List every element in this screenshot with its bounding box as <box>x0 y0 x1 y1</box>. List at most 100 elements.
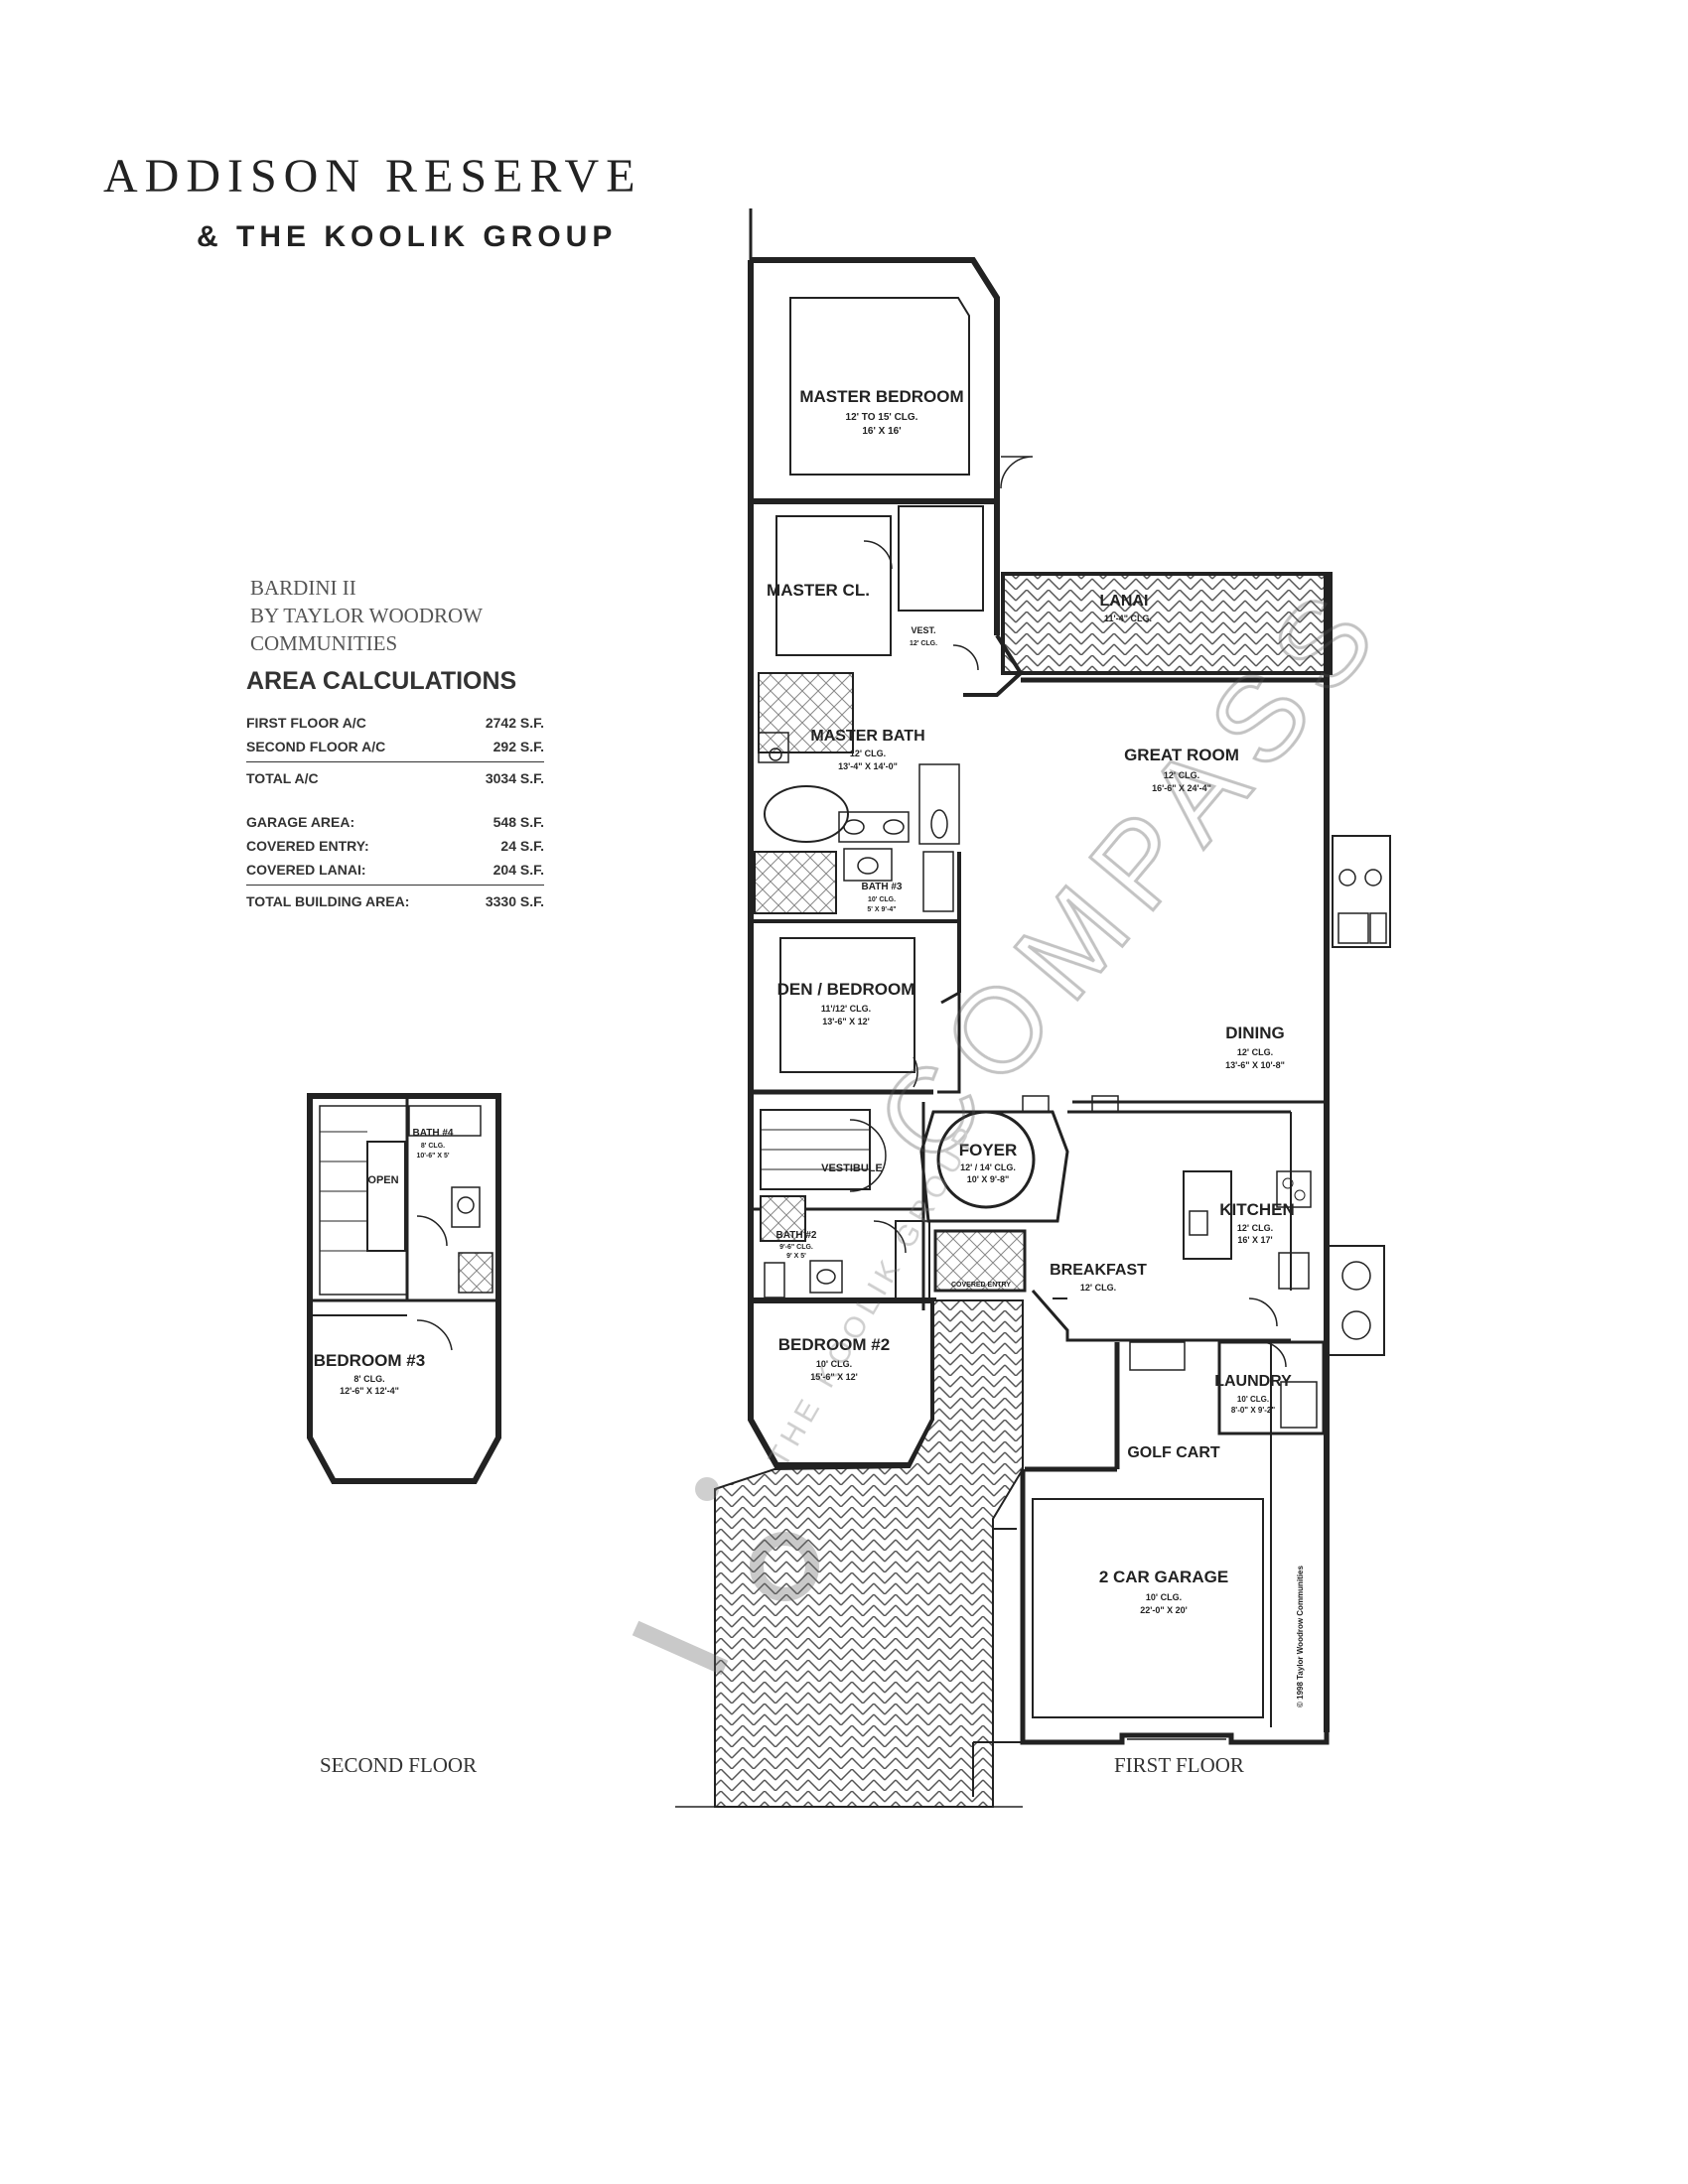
area-value: 3034 S.F. <box>485 770 544 786</box>
model-info: BARDINI II BY TAYLOR WOODROW COMMUNITIES <box>250 574 483 657</box>
koolik-logo-mark <box>750 1532 819 1601</box>
area-row-covered-lanai: COVERED LANAI: 204 S.F. <box>246 858 544 882</box>
label-laundry: LAUNDRY <box>1214 1373 1292 1390</box>
label-master-bedroom: MASTER BEDROOM <box>799 387 963 406</box>
first-floor-label: FIRST FLOOR <box>1114 1753 1244 1777</box>
label-bedroom3: BEDROOM #3 <box>314 1351 425 1370</box>
label-bath3: BATH #3 <box>862 882 903 892</box>
label-den-clg: 11'/12' CLG. <box>821 1004 871 1014</box>
area-label: SECOND FLOOR A/C <box>246 739 386 754</box>
label-foyer-clg: 12' / 14' CLG. <box>960 1162 1016 1172</box>
second-floor-plan <box>307 1093 501 1484</box>
label-vest: VEST. <box>911 625 935 635</box>
area-calculations-title: AREA CALCULATIONS <box>246 667 517 695</box>
covered-entry <box>933 1229 1027 1293</box>
garage-front-wall <box>1020 1727 1330 1745</box>
area-value: 204 S.F. <box>492 862 544 878</box>
area-label: TOTAL A/C <box>246 770 319 786</box>
label-garage-clg: 10' CLG. <box>1146 1592 1182 1602</box>
area-label: COVERED ENTRY: <box>246 838 369 854</box>
label-bedroom2-size: 15'-6" X 12' <box>810 1372 858 1382</box>
label-kitchen-size: 16' X 17' <box>1237 1235 1272 1245</box>
master-bedroom-inner <box>789 297 970 476</box>
label-master-bath-size: 13'-4" X 14'-0" <box>838 761 898 771</box>
label-lanai-clg: 11'-4" CLG. <box>1104 614 1152 623</box>
area-value: 548 S.F. <box>492 814 544 830</box>
label-great-room-clg: 12' CLG. <box>1164 770 1199 780</box>
area-row-total-building: TOTAL BUILDING AREA: 3330 S.F. <box>246 889 544 913</box>
label-vestibule: VESTIBULE <box>821 1162 883 1174</box>
bathtub <box>764 785 849 843</box>
label-bath2-clg: 9'-6" CLG. <box>779 1244 813 1251</box>
garage-door-line <box>1032 1498 1264 1718</box>
label-bath4-size: 10'-6" X 5' <box>416 1153 449 1160</box>
area-row-total-ac: TOTAL A/C 3034 S.F. <box>246 766 544 790</box>
second-floor-labels: OPEN BATH #4 8' CLG. 10'-6" X 5' BEDROOM… <box>314 1128 454 1396</box>
area-label: TOTAL BUILDING AREA: <box>246 893 410 909</box>
label-golf-cart: GOLF CART <box>1127 1444 1220 1461</box>
first-floor-labels: MASTER BEDROOM 12' TO 15' CLG. 16' X 16'… <box>767 387 1305 1707</box>
master-closet <box>775 515 892 656</box>
area-divider <box>246 761 544 762</box>
second-floor-label: SECOND FLOOR <box>320 1753 478 1777</box>
area-value: 2742 S.F. <box>485 715 544 731</box>
copyright-note: © 1998 Taylor Woodrow Communities <box>1296 1565 1305 1707</box>
area-label: COVERED LANAI: <box>246 862 366 878</box>
label-garage: 2 CAR GARAGE <box>1099 1568 1228 1586</box>
label-foyer-size: 10' X 9'-8" <box>967 1174 1010 1184</box>
builder-line-2: COMMUNITIES <box>250 631 398 655</box>
outdoor-grill <box>1332 835 1391 948</box>
label-foyer: FOYER <box>959 1141 1018 1160</box>
label-great-room-size: 16'-6" X 24'-4" <box>1152 783 1211 793</box>
brand-title: ADDISON RESERVE <box>103 150 642 203</box>
brand-subtitle: & THE KOOLIK GROUP <box>197 220 618 253</box>
label-breakfast: BREAKFAST <box>1050 1262 1147 1279</box>
label-covered-entry: COVERED ENTRY <box>951 1282 1011 1289</box>
label-kitchen-clg: 12' CLG. <box>1237 1223 1273 1233</box>
label-vest-clg: 12' CLG. <box>910 640 937 647</box>
builder-line-1: BY TAYLOR WOODROW <box>250 604 483 627</box>
label-bedroom3-clg: 8' CLG. <box>353 1374 384 1384</box>
label-master-bath-clg: 12' CLG. <box>850 749 886 758</box>
label-master-bedroom-clg: 12' TO 15' CLG. <box>846 412 918 423</box>
second-floor-outline <box>307 1093 501 1484</box>
den-bedroom-inner <box>779 937 915 1073</box>
label-dining-size: 13'-6" X 10'-8" <box>1225 1060 1285 1070</box>
bath4-cabinet <box>458 1252 493 1294</box>
ac-units <box>1326 1245 1385 1356</box>
label-bath4: BATH #4 <box>413 1128 454 1139</box>
label-bedroom2-clg: 10' CLG. <box>816 1359 852 1369</box>
label-master-bath: MASTER BATH <box>810 728 924 745</box>
label-laundry-clg: 10' CLG. <box>1237 1395 1269 1404</box>
first-floor-plan <box>675 208 1391 1808</box>
label-bath2: BATH #2 <box>776 1230 817 1241</box>
label-bedroom2: BEDROOM #2 <box>778 1335 890 1354</box>
label-lanai: LANAI <box>1100 593 1149 610</box>
area-value: 292 S.F. <box>492 739 544 754</box>
label-bath2-size: 9' X 5' <box>786 1253 806 1260</box>
lanai <box>1001 572 1333 675</box>
open-to-below <box>366 1141 406 1252</box>
label-den: DEN / BEDROOM <box>777 980 915 999</box>
label-bath3-clg: 10' CLG. <box>868 896 896 903</box>
model-name: BARDINI II <box>250 576 356 600</box>
area-value: 3330 S.F. <box>485 893 544 909</box>
area-label: GARAGE AREA: <box>246 814 355 830</box>
label-den-size: 13'-6" X 12' <box>822 1017 870 1026</box>
label-dining: DINING <box>1225 1024 1285 1042</box>
label-master-bedroom-size: 16' X 16' <box>862 426 901 437</box>
area-row-second-floor: SECOND FLOOR A/C 292 S.F. <box>246 735 544 758</box>
area-row-covered-entry: COVERED ENTRY:24 S.F. <box>246 834 544 858</box>
master-door <box>1000 456 1034 489</box>
label-great-room: GREAT ROOM <box>1124 746 1239 764</box>
label-bath3-size: 5' X 9'-4" <box>867 906 896 913</box>
area-divider <box>246 885 544 886</box>
label-kitchen: KITCHEN <box>1219 1200 1295 1219</box>
master-bedroom-wall <box>748 257 1000 504</box>
label-open: OPEN <box>367 1174 398 1186</box>
label-garage-size: 22'-0" X 20' <box>1140 1605 1188 1615</box>
label-laundry-size: 8'-0" X 9'-2" <box>1231 1406 1276 1415</box>
